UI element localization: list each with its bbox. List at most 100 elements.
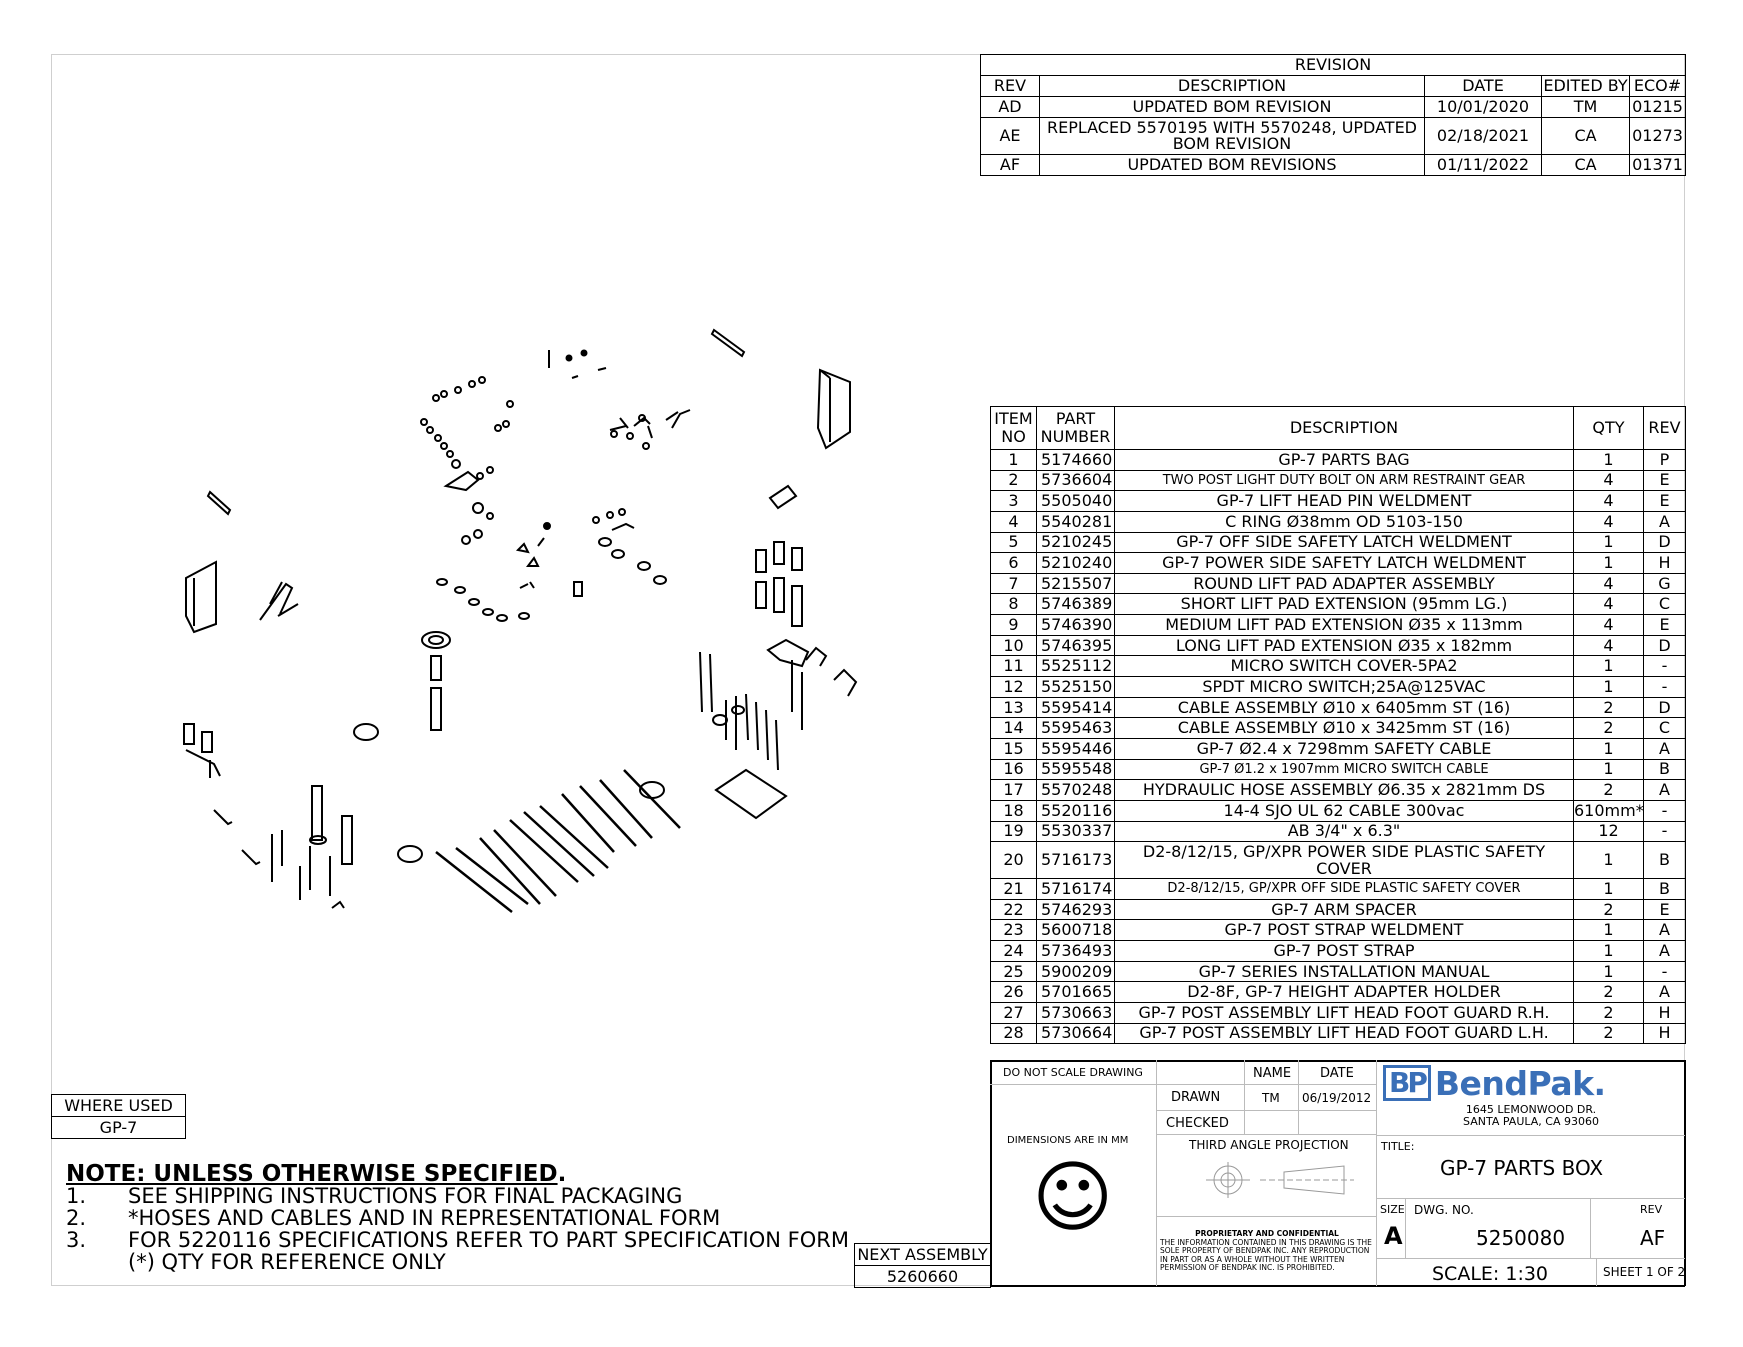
bom-item-no: 19 (990, 820, 1037, 843)
safety-cover-left (185, 560, 217, 634)
hardware-cluster-mid (436, 508, 667, 622)
bom-part-number: 5570248 (1036, 779, 1115, 801)
address-line1: 1645 LEMONWOOD DR. (1465, 1103, 1597, 1116)
bom-description: MICRO SWITCH COVER-5PA2 (1114, 655, 1574, 678)
round-pad-stack (421, 631, 451, 731)
bom-part-number: 5525150 (1036, 676, 1115, 698)
bom-rev: A (1643, 981, 1686, 1004)
dwg-no-label: DWG. NO. (1414, 1203, 1474, 1217)
revision-eco: 01215 (1628, 96, 1687, 118)
where-used-value: GP-7 (51, 1116, 186, 1139)
smiley-icon: ☺ (1032, 1153, 1114, 1243)
note-item: (*) QTY FOR REFERENCE ONLY (66, 1251, 849, 1273)
bom-item-no: 7 (990, 572, 1037, 595)
bom-rev: - (1643, 799, 1686, 822)
proprietary-text: THE INFORMATION CONTAINED IN THIS DRAWIN… (1160, 1237, 1372, 1272)
revision-eco: 01273 (1628, 117, 1687, 155)
note-number: 1. (66, 1184, 87, 1208)
bom-item-no: 22 (990, 898, 1037, 921)
address: 1645 LEMONWOOD DR. SANTA PAULA, CA 93060 (1378, 1104, 1684, 1128)
safety-cover-right (816, 368, 851, 450)
note-text: SEE SHIPPING INSTRUCTIONS FOR FINAL PACK… (128, 1184, 683, 1208)
round-pad-a (353, 723, 379, 741)
latch-bracket (766, 638, 810, 668)
bom-item-no: 13 (990, 696, 1037, 719)
bom-header-row: ITEM NO PART NUMBER DESCRIPTION QTY REV (990, 406, 1686, 450)
bom-qty: 1 (1573, 531, 1644, 554)
revision-description: UPDATED BOM REVISION (1039, 96, 1425, 118)
rev-value: AF (1640, 1226, 1666, 1250)
bom-description: CABLE ASSEMBLY Ø10 x 3425mm ST (16) (1114, 717, 1574, 739)
bom-part-number: 5595463 (1036, 717, 1115, 739)
do-not-scale: DO NOT SCALE DRAWING (1003, 1066, 1143, 1079)
bom-description: GP-7 Ø1.2 x 1907mm MICRO SWITCH CABLE (1114, 758, 1574, 781)
bom-qty: 2 (1573, 898, 1644, 921)
bom-part-number: 5215507 (1036, 572, 1115, 595)
bom-item-no: 4 (990, 510, 1037, 533)
bom-qty: 4 (1573, 634, 1644, 657)
next-assembly-table: NEXT ASSEMBLY 5260660 (854, 1243, 991, 1288)
bom-qty: 4 (1573, 510, 1644, 533)
bom-part-number: 5716174 (1036, 878, 1115, 900)
bom-rev: - (1643, 676, 1686, 698)
size-label: SIZE (1380, 1203, 1405, 1216)
revision-description: REPLACED 5570195 WITH 5570248, UPDATED B… (1039, 117, 1425, 155)
bom-description: GP-7 POST ASSEMBLY LIFT HEAD FOOT GUARD … (1114, 1022, 1574, 1045)
bracket-small (768, 484, 798, 510)
sheet-number: SHEET 1 OF 2 (1603, 1265, 1686, 1279)
bom-description: GP-7 Ø2.4 x 7298mm SAFETY CABLE (1114, 737, 1574, 760)
header-part-number: PART NUMBER (1036, 406, 1115, 450)
proprietary-block: PROPRIETARY AND CONFIDENTIAL THE INFORMA… (1160, 1229, 1374, 1273)
bom-qty: 1 (1573, 940, 1644, 962)
bom-part-number: 5600718 (1036, 919, 1115, 942)
bom-description: D2-8/12/15, GP/XPR OFF SIDE PLASTIC SAFE… (1114, 878, 1574, 900)
bom-description: GP-7 ARM SPACER (1114, 898, 1574, 921)
bom-qty: 1 (1573, 919, 1644, 942)
bom-description: SPDT MICRO SWITCH;25A@125VAC (1114, 676, 1574, 698)
bom-description: GP-7 SERIES INSTALLATION MANUAL (1114, 960, 1574, 983)
bom-item-no: 12 (990, 676, 1037, 698)
bom-item-no: 17 (990, 779, 1037, 801)
bom-description: D2-8/12/15, GP/XPR POWER SIDE PLASTIC SA… (1114, 841, 1574, 880)
bom-rev: E (1643, 490, 1686, 512)
projection-label: THIRD ANGLE PROJECTION (1189, 1138, 1349, 1152)
bom-description: C RING Ø38mm OD 5103-150 (1114, 510, 1574, 533)
note-text: *HOSES AND CABLES AND IN REPRESENTATIONA… (128, 1206, 721, 1230)
bom-qty: 4 (1573, 490, 1644, 512)
bom-qty: 2 (1573, 696, 1644, 719)
bom-description: GP-7 OFF SIDE SAFETY LATCH WELDMENT (1114, 531, 1574, 554)
scale: SCALE: 1:30 (1432, 1263, 1549, 1285)
bom-rev: H (1643, 552, 1686, 574)
where-used-table: WHERE USED GP-7 (51, 1094, 186, 1139)
bom-part-number: 5174660 (1036, 449, 1115, 471)
header-item-no: ITEM NO (990, 406, 1037, 450)
notes-title: NOTE: UNLESS OTHERWISE SPECIFIED (66, 1161, 558, 1187)
header-date: DATE (1424, 75, 1542, 97)
bom-part-number: 5746389 (1036, 593, 1115, 616)
bom-item-no: 10 (990, 634, 1037, 657)
bom-item-no: 20 (990, 841, 1037, 880)
bom-description: GP-7 POST STRAP (1114, 940, 1574, 962)
revision-title: REVISION (979, 54, 1687, 76)
bom-part-number: 5595414 (1036, 696, 1115, 719)
bom-rev: H (1643, 1022, 1686, 1045)
bom-rev: A (1643, 737, 1686, 760)
lift-pad-extensions (755, 541, 803, 627)
bom-qty: 1 (1573, 655, 1644, 678)
rev-label: REV (1640, 1203, 1663, 1216)
bom-part-number: 5730663 (1036, 1002, 1115, 1024)
bom-part-number: 5210240 (1036, 552, 1115, 574)
note-number: 3. (66, 1228, 87, 1252)
bom-item-no: 25 (990, 960, 1037, 983)
